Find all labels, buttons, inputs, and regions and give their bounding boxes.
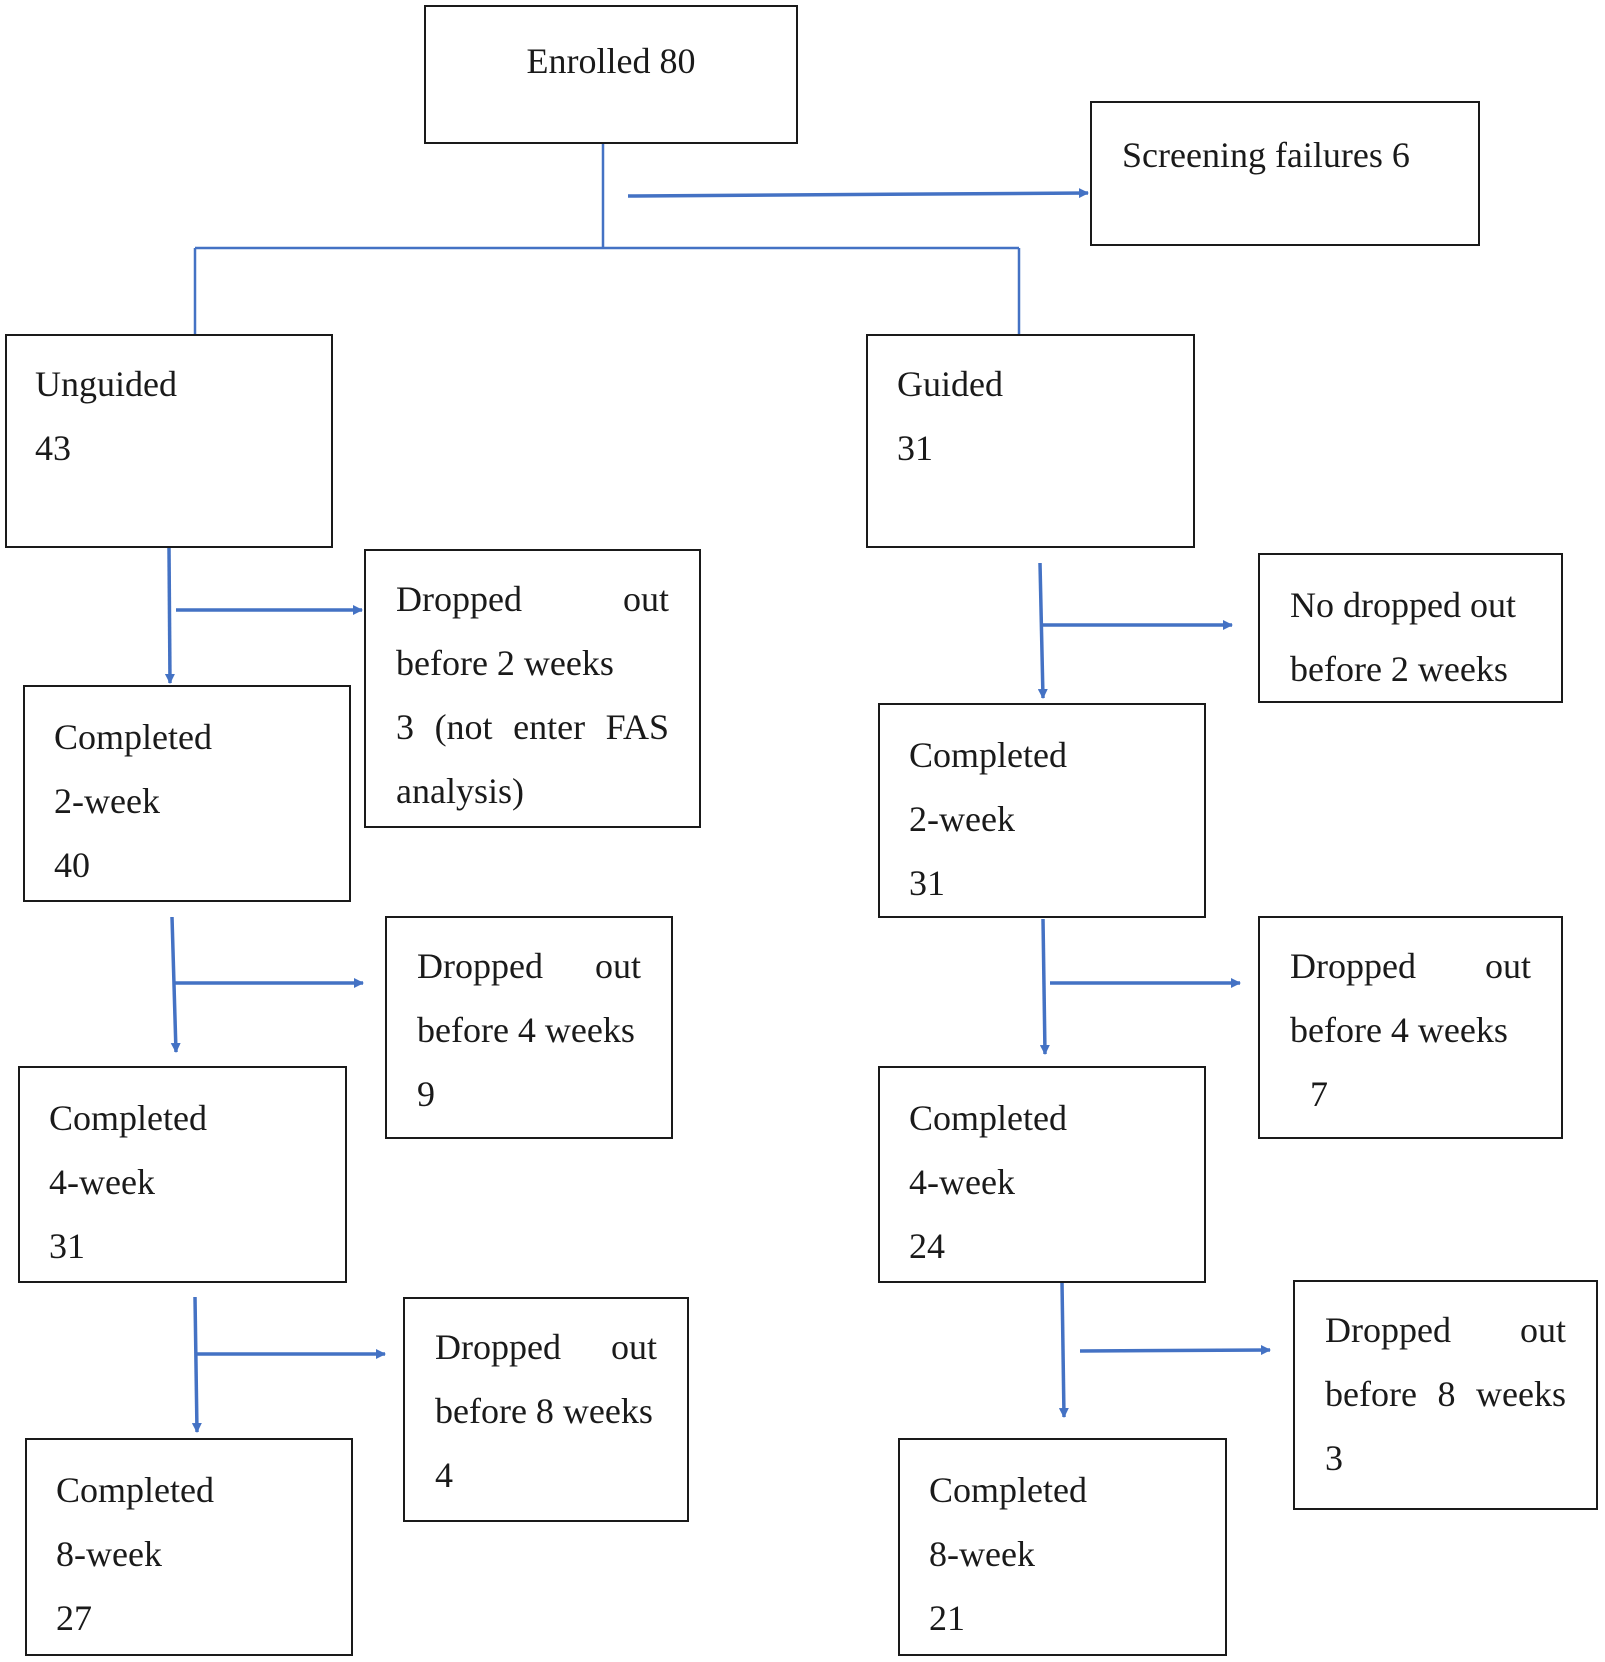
guided-completed-4wk-box: Completed 4-week 24 [878, 1066, 1206, 1283]
unguided-completed-2wk-box: Completed 2-week 40 [23, 685, 351, 902]
unguided-completed-8wk-line1: Completed [56, 1470, 214, 1510]
guided-8wk-down-arrow [1058, 1281, 1069, 1418]
unguided-completed-4wk-box: Completed 4-week 31 [18, 1066, 347, 1283]
unguided-completed-8wk-box: Completed 8-week 27 [25, 1438, 353, 1656]
guided-dropout-2wk-box: No dropped out before 2 weeks [1258, 553, 1563, 703]
unguided-arm-box: Unguided 43 [5, 334, 333, 548]
guided-completed-8wk-line2: 8-week [929, 1534, 1035, 1574]
unguided-8wk-down-arrow [191, 1296, 202, 1433]
guided-dropout-8wk-line2: before 8 weeks [1325, 1374, 1566, 1414]
unguided-dropout-2wk-line4: analysis) [396, 771, 524, 811]
guided-dropout-2wk-line2: before 2 weeks [1290, 649, 1508, 689]
guided-completed-2wk-line1: Completed [909, 735, 1067, 775]
screening-arrow [627, 188, 1089, 199]
unguided-completed-2wk-count: 40 [54, 845, 90, 885]
unguided-dropout-2wk-line2: before 2 weeks [396, 643, 614, 683]
unguided-4wk-down-arrow [170, 916, 181, 1053]
guided-arm-box: Guided 31 [866, 334, 1195, 548]
unguided-dropout-8wk-line1: Dropped out [435, 1327, 657, 1367]
unguided-completed-4wk-line1: Completed [49, 1098, 207, 1138]
guided-2wk-down-arrow [1037, 562, 1048, 699]
screening-failures-label: Screening failures 6 [1122, 135, 1410, 175]
guided-completed-2wk-line2: 2-week [909, 799, 1015, 839]
screening-failures-box: Screening failures 6 [1090, 101, 1480, 246]
unguided-dropout-2wk-box: Dropped out before 2 weeks 3 (not enter … [364, 549, 701, 828]
guided-dropout-4wk-line1: Dropped out [1290, 946, 1531, 986]
unguided-completed-4wk-count: 31 [49, 1226, 85, 1266]
guided-arm-label: Guided [897, 364, 1003, 404]
guided-dropout-4wk-line2: before 4 weeks [1290, 1010, 1508, 1050]
unguided-dropout-2wk-line1: Dropped out [396, 579, 669, 619]
unguided-dropout-2wk-line3: 3 (not enter FAS [396, 707, 669, 747]
unguided-arm-label: Unguided [35, 364, 177, 404]
unguided-dropout-8wk-box: Dropped out before 8 weeks 4 [403, 1297, 689, 1522]
unguided-completed-2wk-line1: Completed [54, 717, 212, 757]
unguided-completed-8wk-line2: 8-week [56, 1534, 162, 1574]
unguided-completed-8wk-count: 27 [56, 1598, 92, 1638]
guided-dropout-4wk-box: Dropped out before 4 weeks 7 [1258, 916, 1563, 1139]
guided-dropout-8wk-count: 3 [1325, 1438, 1343, 1478]
unguided-dropout-4wk-box: Dropped out before 4 weeks 9 [385, 916, 673, 1139]
guided-8wk-side-arrow [1079, 1345, 1271, 1356]
guided-dropout-8wk-line1: Dropped out [1325, 1310, 1566, 1350]
guided-4wk-down-arrow [1039, 918, 1050, 1055]
guided-completed-8wk-box: Completed 8-week 21 [898, 1438, 1227, 1656]
guided-dropout-4wk-count: 7 [1310, 1074, 1328, 1114]
guided-completed-2wk-box: Completed 2-week 31 [878, 703, 1206, 918]
unguided-2wk-down-arrow [164, 547, 175, 684]
guided-completed-4wk-line2: 4-week [909, 1162, 1015, 1202]
unguided-dropout-4wk-line2: before 4 weeks [417, 1010, 635, 1050]
unguided-completed-4wk-line2: 4-week [49, 1162, 155, 1202]
guided-completed-4wk-line1: Completed [909, 1098, 1067, 1138]
guided-arm-count: 31 [897, 428, 933, 468]
guided-completed-2wk-count: 31 [909, 863, 945, 903]
unguided-dropout-8wk-line2: before 8 weeks [435, 1391, 653, 1431]
enrolled-box: Enrolled 80 [424, 5, 798, 144]
guided-completed-4wk-count: 24 [909, 1226, 945, 1266]
unguided-arm-count: 43 [35, 428, 71, 468]
enrolled-label: Enrolled 80 [526, 41, 696, 81]
guided-dropout-2wk-line1: No dropped out [1290, 585, 1516, 625]
unguided-completed-2wk-line2: 2-week [54, 781, 160, 821]
unguided-dropout-8wk-count: 4 [435, 1455, 453, 1495]
unguided-dropout-4wk-line1: Dropped out [417, 946, 641, 986]
unguided-dropout-4wk-count: 9 [417, 1074, 435, 1114]
guided-completed-8wk-line1: Completed [929, 1470, 1087, 1510]
guided-completed-8wk-count: 21 [929, 1598, 965, 1638]
guided-dropout-8wk-box: Dropped out before 8 weeks 3 [1293, 1280, 1598, 1510]
